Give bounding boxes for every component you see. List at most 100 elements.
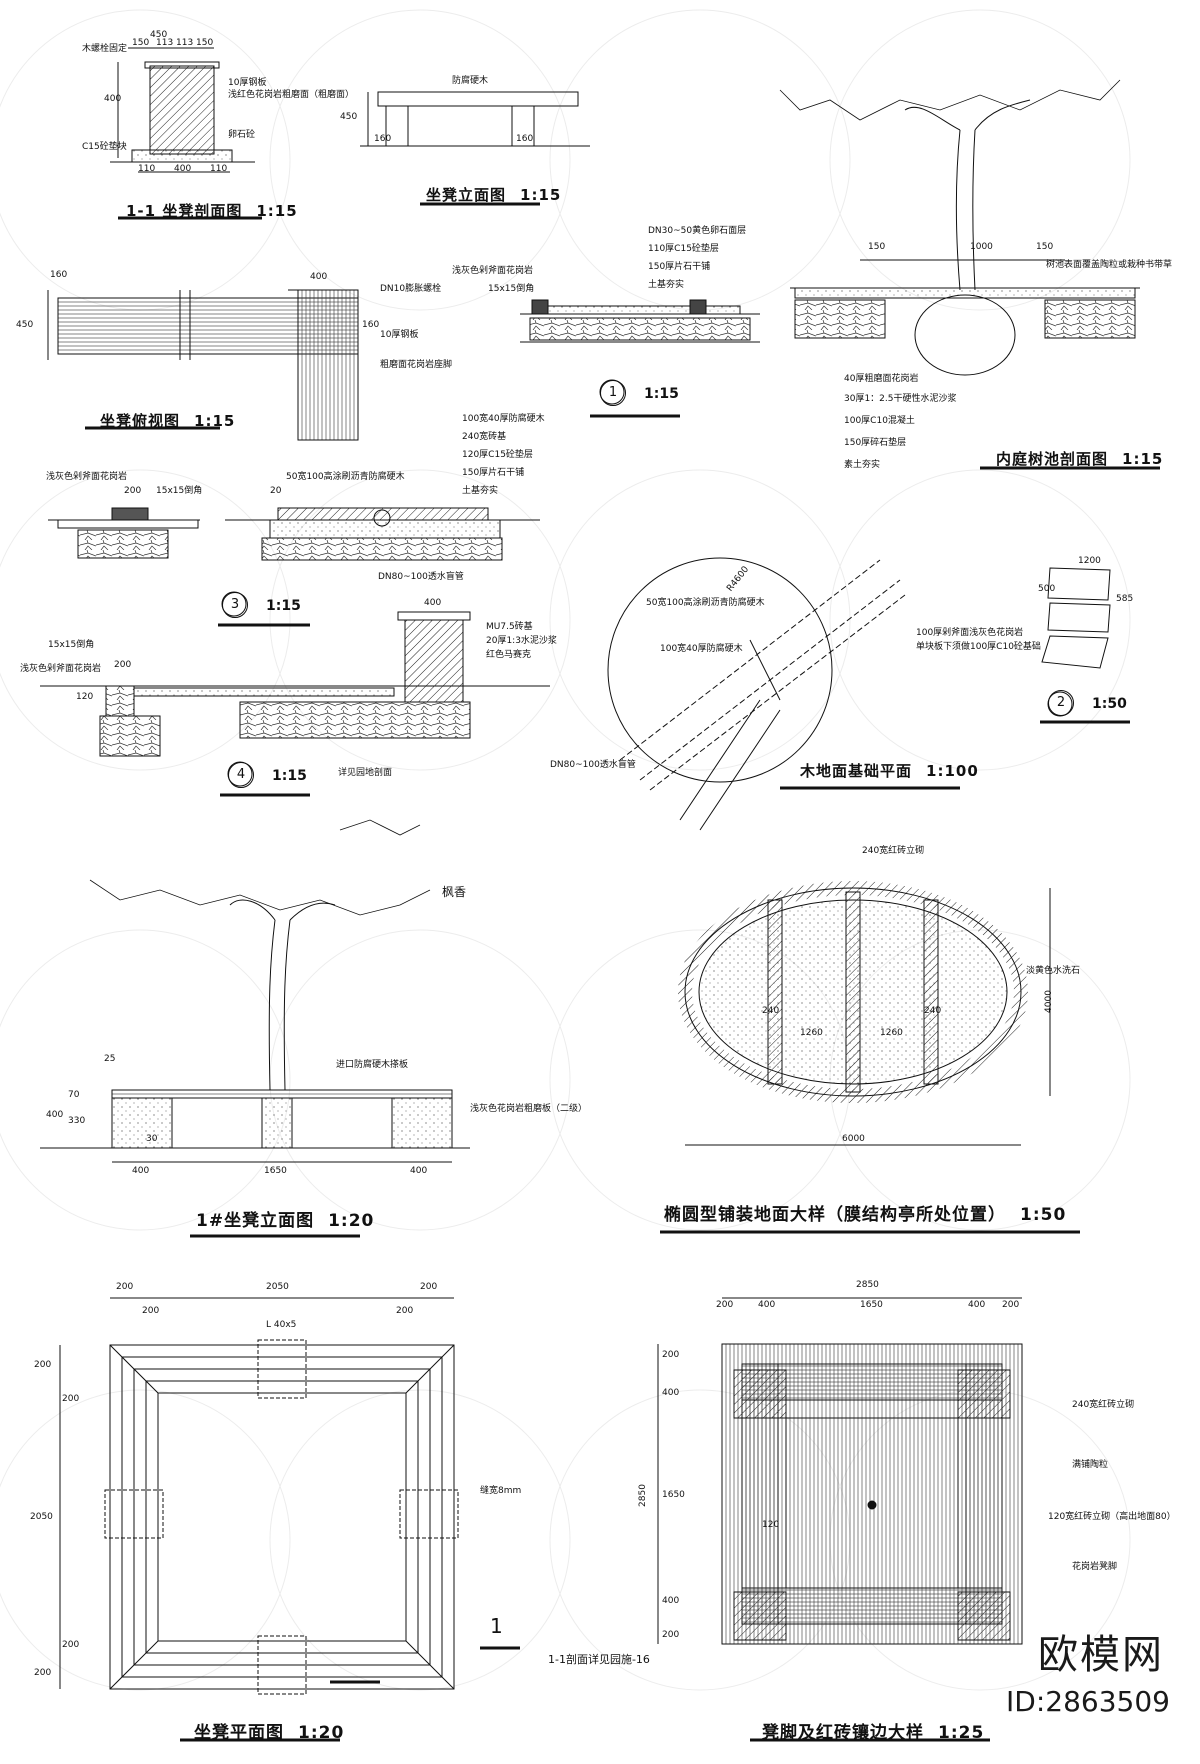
bench-section-dim-8: 110 <box>210 164 228 174</box>
bench1-elevation-label-0: 枫香 <box>442 885 467 899</box>
bench1-elevation-dim-5: 400 <box>132 1166 150 1176</box>
bench1-elevation-drawing <box>40 819 470 1163</box>
section-1-drawing <box>520 299 760 405</box>
bench-foot-dim-1: 200 <box>716 1300 734 1310</box>
ellipse-paving-dim-0: 1260 <box>800 1028 823 1038</box>
bench-plan-dim-5: 200 <box>34 1360 52 1370</box>
tree-pit-dim-2: 150 <box>1036 242 1054 252</box>
section-3-number: 3 <box>222 592 248 618</box>
ellipse-paving-dim-3: 240 <box>924 1006 942 1016</box>
ellipse-paving-dim-1: 1260 <box>880 1028 903 1038</box>
bench-section-dim-0: 450 <box>150 30 168 40</box>
tree-pit-label-1: 40厚粗磨面花岗岩 <box>844 374 919 384</box>
section-2-scale: 1:50 <box>1092 696 1127 712</box>
section-2-label-1: 单块板下须做100厚C10砼基础 <box>916 642 1041 652</box>
bench-top-view-label-1: 10厚钢板 <box>380 330 419 340</box>
bench1-elevation-dim-0: 25 <box>104 1054 116 1064</box>
bench-top-view-dim-1: 450 <box>16 320 34 330</box>
bench-plan-label-2: 1-1剖面详见园施-16 <box>548 1653 650 1666</box>
section-3-dim-0: 200 <box>124 486 142 496</box>
section-1-label-0: DN30~50黄色卵石面层 <box>648 226 747 236</box>
bench-section-label-2: 浅红色花岗岩粗磨面（粗磨面） <box>228 90 355 100</box>
bench1-elevation-dim-4: 30 <box>146 1134 158 1144</box>
section-4-label-0: 15x15倒角 <box>48 640 95 650</box>
tree-pit-dim-0: 150 <box>868 242 886 252</box>
bench-section-dim-6: 110 <box>138 164 156 174</box>
bench-elevation-label-0: 防腐硬木 <box>452 76 489 86</box>
section-4-dim-0: 400 <box>424 598 442 608</box>
bench-foot-dim-0: 2850 <box>856 1280 879 1290</box>
section-3-label-3: DN80~100透水盲管 <box>378 572 464 582</box>
section-3-label-7: 150厚片石干铺 <box>462 468 525 478</box>
bench-plan-section-mark: 1 <box>490 1614 503 1638</box>
bench-top-view-drawing <box>47 289 359 441</box>
bench1-elevation-dim-1: 70 <box>68 1090 80 1100</box>
bench-foot-label-2: 120宽红砖立砌（高出地面80） <box>1048 1512 1176 1522</box>
bench1-elevation-label-1: 进口防腐硬木搽板 <box>336 1060 409 1070</box>
section-3-scale: 1:15 <box>266 598 301 614</box>
section-3-label-6: 120厚C15砼垫层 <box>462 450 533 460</box>
tree-pit-dim-1: 1000 <box>970 242 993 252</box>
bench1-elevation-dim-2: 400 <box>46 1110 64 1120</box>
bench-section-dim-5: 400 <box>104 94 122 104</box>
bench-foot-dim-10: 400 <box>662 1596 680 1606</box>
tree-pit-drawing <box>779 79 1140 376</box>
section-3-drawing <box>48 507 540 617</box>
bench1-elevation-dim-7: 400 <box>410 1166 428 1176</box>
bench-section-dim-2: 113 <box>156 38 174 48</box>
section-1-label-3: 土基夯实 <box>648 280 685 290</box>
bench-plan-dim-1: 2050 <box>266 1282 289 1292</box>
watermark-id: ID:2863509 <box>1006 1685 1170 1718</box>
ellipse-paving-drawing <box>678 881 1051 1146</box>
section-1-label-5: 15x15倒角 <box>488 284 535 294</box>
bench-foot-dim-8: 400 <box>662 1388 680 1398</box>
bench-foot-dim-2: 400 <box>758 1300 776 1310</box>
bench-elevation-drawing <box>360 91 590 147</box>
bench-plan-drawing <box>59 1297 459 1695</box>
bench-plan-dim-8: 200 <box>62 1640 80 1650</box>
ellipse-paving-title: 椭圆型铺装地面大样（膜结构亭所处位置）1:50 <box>664 1205 1067 1225</box>
section-4-label-5: 详见园地剖面 <box>338 768 393 778</box>
section-3-label-0: 浅灰色剁斧面花岗岩 <box>46 472 128 482</box>
bench-foot-label-3: 花岗岩凳脚 <box>1072 1562 1118 1572</box>
bench-plan-dim-6: 200 <box>62 1394 80 1404</box>
bench-section-label-0: 木螺栓固定 <box>82 44 128 54</box>
tree-pit-label-5: 素土夯实 <box>844 460 881 470</box>
tree-pit-label-2: 30厚1：2.5干硬性水泥沙浆 <box>844 394 957 404</box>
section-4-label-4: 红色马赛克 <box>486 650 532 660</box>
bench-section-label-3: C15砼垫块 <box>82 142 127 152</box>
bench-top-view-label-2: 粗磨面花岗岩座脚 <box>380 360 453 370</box>
bench-top-view-dim-3: 160 <box>362 320 380 330</box>
section-3-dim-1: 20 <box>270 486 282 496</box>
ellipse-paving-label-1: 淡黄色水洗石 <box>1026 966 1081 976</box>
bench1-elevation-dim-6: 1650 <box>264 1166 287 1176</box>
section-4-label-2: MU7.5砖基 <box>486 622 533 632</box>
section-2-number: 2 <box>1048 690 1074 716</box>
section-4-number: 4 <box>228 762 254 788</box>
section-2-drawing <box>1041 567 1111 717</box>
bench-foot-dim-7: 200 <box>662 1350 680 1360</box>
bench-section-label-1: 10厚钢板 <box>228 78 267 88</box>
wood-floor-label-1: 50宽100高涂刷沥青防腐硬木 <box>646 598 765 608</box>
section-1-label-2: 150厚片石干铺 <box>648 262 711 272</box>
section-3-label-5: 240宽砖基 <box>462 432 507 442</box>
section-1-scale: 1:15 <box>644 386 679 402</box>
tree-pit-label-3: 100厚C10混凝土 <box>844 416 915 426</box>
ellipse-paving-dim-5: 6000 <box>842 1134 865 1144</box>
bench-plan-label-0: L 40x5 <box>266 1320 297 1330</box>
tree-pit-label-4: 150厚碎石垫层 <box>844 438 907 448</box>
section-3-label-2: 50宽100高涂刷沥青防腐硬木 <box>286 472 405 482</box>
bench-foot-label-0: 240宽红砖立砌 <box>1072 1400 1135 1410</box>
bench-foot-dim-3: 1650 <box>860 1300 883 1310</box>
bench-section-dim-3: 113 <box>176 38 194 48</box>
bench-foot-dim-4: 400 <box>968 1300 986 1310</box>
section-4-drawing <box>40 611 550 787</box>
